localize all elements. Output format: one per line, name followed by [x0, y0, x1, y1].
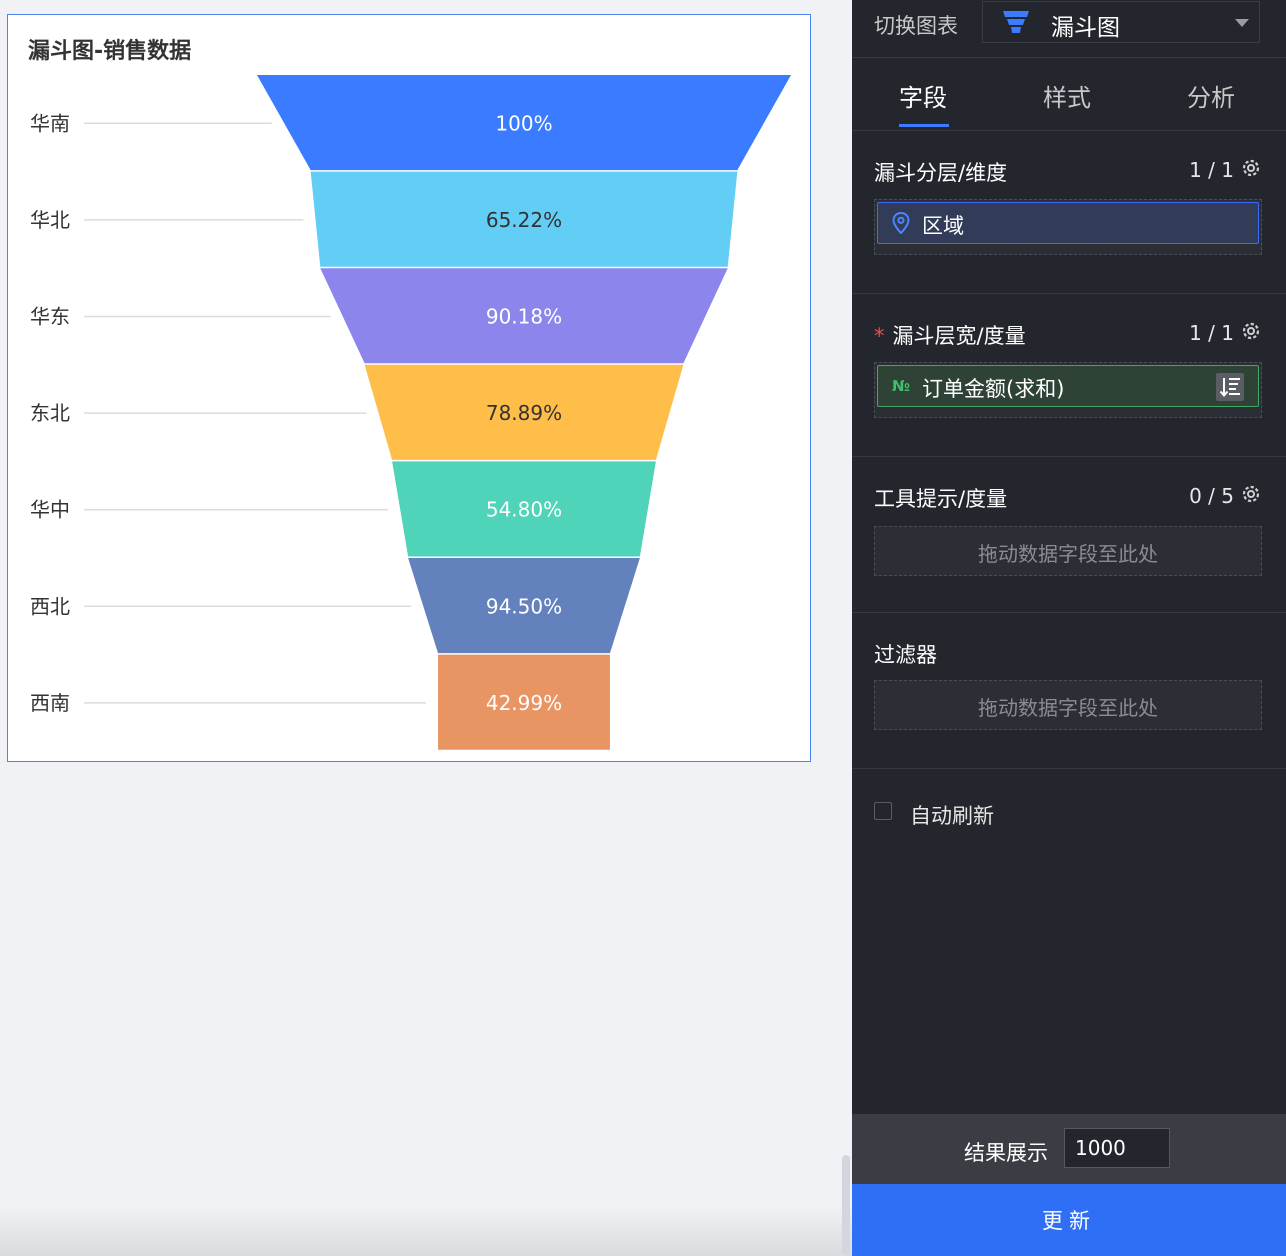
measure-field-name: 订单金额(求和): [922, 377, 1065, 401]
result-display-bar: 结果展示: [852, 1114, 1286, 1184]
tooltip-drop-hint: 拖动数据字段至此处: [978, 542, 1158, 566]
measure-dropzone[interactable]: № 订单金额(求和): [874, 362, 1262, 418]
funnel-segment[interactable]: [408, 558, 640, 654]
section-dimension: 漏斗分层/维度 1 / 1 区域: [852, 131, 1286, 294]
dimension-field-name: 区域: [922, 214, 964, 238]
funnel-category-label: 西南: [30, 691, 70, 715]
funnel-percent-label: 78.89%: [486, 401, 562, 425]
filter-title: 过滤器: [874, 643, 937, 667]
funnel-category-label: 华东: [30, 305, 70, 329]
result-limit-input[interactable]: [1064, 1128, 1170, 1168]
funnel-category-label: 东北: [30, 401, 70, 425]
switch-chart-label: 切换图表: [874, 14, 958, 38]
funnel-segment[interactable]: [320, 268, 728, 364]
funnel-icon: [1003, 11, 1029, 37]
tab-style[interactable]: 样式: [1043, 84, 1091, 112]
location-pin-icon: [892, 211, 910, 238]
funnel-percent-label: 65.22%: [486, 208, 562, 232]
section-tooltip: 工具提示/度量 0 / 5 拖动数据字段至此处: [852, 457, 1286, 613]
funnel-percent-label: 54.80%: [486, 498, 562, 522]
tab-analysis[interactable]: 分析: [1187, 84, 1235, 112]
tab-fields[interactable]: 字段: [899, 84, 947, 112]
config-panel: 切换图表 漏斗图 字段 样式 分析 漏斗分层/维度 1 / 1: [852, 0, 1286, 1256]
funnel-segment[interactable]: [392, 461, 656, 557]
dimension-dropzone[interactable]: 区域: [874, 199, 1262, 255]
measure-title: * 漏斗层宽/度量: [874, 320, 1026, 350]
measure-count: 1 / 1: [1189, 321, 1234, 345]
measure-title-text: 漏斗层宽/度量: [892, 324, 1026, 348]
funnel-percent-label: 90.18%: [486, 305, 562, 329]
chevron-down-icon: [1235, 19, 1249, 27]
funnel-segment[interactable]: [257, 75, 791, 171]
funnel-chart: 华南 100% 华北 65.22% 华东 90.18% 东北 78.89% 华中 54.80% 西北…: [30, 75, 791, 750]
funnel-category-label: 西北: [30, 594, 70, 618]
funnel-category-label: 华中: [30, 498, 70, 522]
funnel-segment[interactable]: [310, 171, 738, 267]
tooltip-count: 0 / 5: [1189, 484, 1234, 508]
active-tab-indicator: [899, 124, 949, 127]
gear-icon[interactable]: [1240, 320, 1262, 346]
chart-title: 漏斗图-销售数据: [28, 39, 192, 64]
funnel-segment[interactable]: [438, 654, 610, 750]
canvas-bottom-shade: [0, 1205, 852, 1256]
tooltip-dropzone[interactable]: 拖动数据字段至此处: [874, 526, 1262, 576]
funnel-percent-label: 100%: [495, 111, 552, 135]
number-type-icon: №: [892, 377, 911, 395]
dimension-field-pill[interactable]: 区域: [877, 202, 1259, 244]
sort-icon[interactable]: [1216, 373, 1244, 401]
filter-drop-hint: 拖动数据字段至此处: [978, 696, 1158, 720]
measure-field-pill[interactable]: № 订单金额(求和): [877, 365, 1259, 407]
update-button[interactable]: 更新: [852, 1184, 1286, 1256]
auto-refresh-label: 自动刷新: [910, 804, 994, 828]
dimension-count: 1 / 1: [1189, 158, 1234, 182]
funnel-segment[interactable]: [364, 364, 684, 460]
result-display-label: 结果展示: [964, 1141, 1048, 1165]
filter-dropzone[interactable]: 拖动数据字段至此处: [874, 680, 1262, 730]
gear-icon[interactable]: [1240, 483, 1262, 509]
section-measure: * 漏斗层宽/度量 1 / 1 № 订单金额(求和): [852, 294, 1286, 457]
chart-type-value: 漏斗图: [1051, 15, 1120, 41]
dimension-title: 漏斗分层/维度: [874, 161, 1008, 185]
gear-icon[interactable]: [1240, 157, 1262, 183]
canvas-scrollbar[interactable]: [842, 1155, 850, 1255]
chart-switch-row: 切换图表 漏斗图: [852, 0, 1286, 58]
tooltip-title: 工具提示/度量: [874, 487, 1008, 511]
funnel-category-label: 华南: [30, 111, 70, 135]
chart-type-select[interactable]: 漏斗图: [982, 1, 1260, 43]
funnel-percent-label: 94.50%: [486, 594, 562, 618]
required-mark: *: [874, 324, 885, 348]
auto-refresh-checkbox[interactable]: [874, 802, 892, 820]
funnel-category-label: 华北: [30, 208, 70, 232]
panel-tabs: 字段 样式 分析: [852, 58, 1286, 131]
funnel-percent-label: 42.99%: [486, 691, 562, 715]
section-filter: 过滤器 拖动数据字段至此处: [852, 613, 1286, 769]
